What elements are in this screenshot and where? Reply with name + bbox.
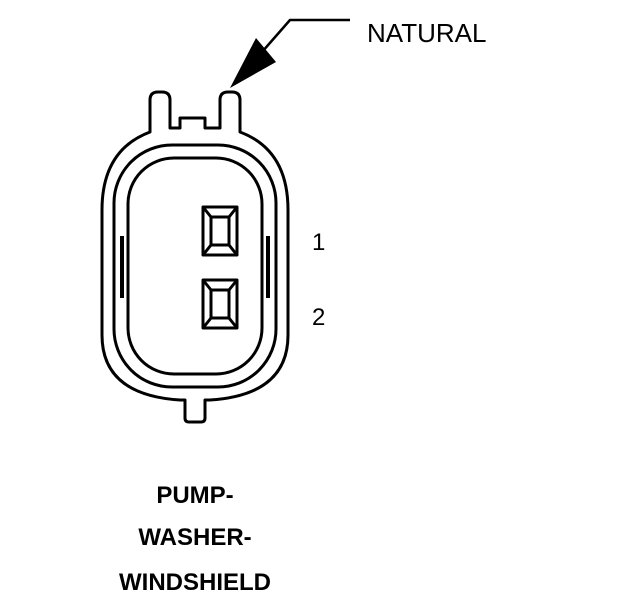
component-name-line-2: WASHER- bbox=[138, 524, 251, 551]
component-name-line-1: PUMP- bbox=[156, 482, 233, 509]
callout-arrowhead bbox=[230, 38, 276, 88]
pin-label-1: 1 bbox=[312, 229, 325, 256]
pin-cavity-2 bbox=[201, 278, 239, 330]
pin-cavity-1 bbox=[201, 205, 239, 257]
connector-housing-outline bbox=[100, 90, 290, 424]
connector-seal-ring bbox=[112, 143, 278, 389]
connector-inner-face bbox=[126, 156, 264, 376]
callout-color-label: NATURAL bbox=[367, 18, 486, 48]
pin-label-2: 2 bbox=[312, 304, 325, 331]
callout-leader-line bbox=[261, 18, 350, 53]
component-name-line-3: WINDSHIELD bbox=[119, 569, 271, 596]
